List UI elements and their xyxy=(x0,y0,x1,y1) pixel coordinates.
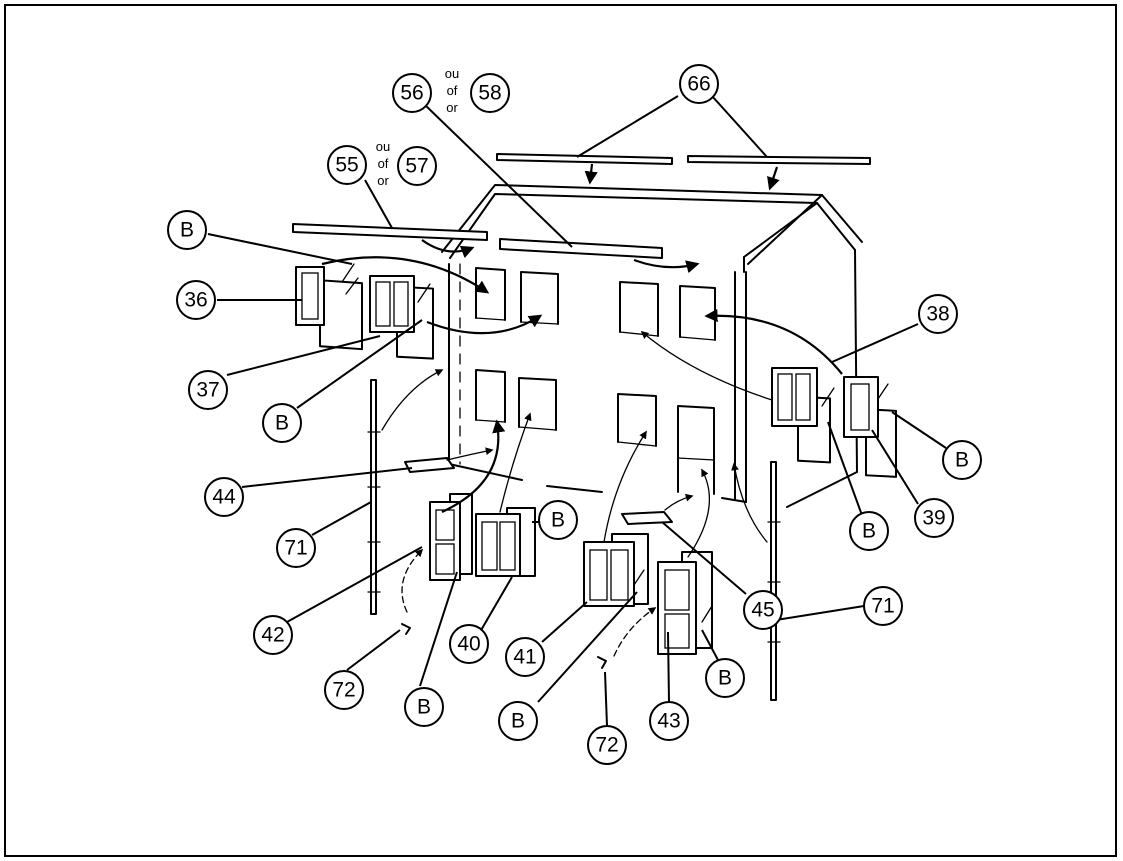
assembly-arrows xyxy=(321,163,843,657)
window-39 xyxy=(843,376,897,478)
window-36 xyxy=(295,263,363,351)
svg-text:39: 39 xyxy=(922,507,945,530)
door-43 xyxy=(657,551,713,655)
label-43: 43 xyxy=(649,701,689,741)
svg-text:B: B xyxy=(511,710,525,733)
side-wall-edge xyxy=(854,249,858,473)
svg-text:56: 56 xyxy=(400,82,423,105)
diagram-frame: 66 56 58 55 57 B 36 37 B 38 B 39 B 44 71… xyxy=(4,4,1117,857)
svg-text:42: 42 xyxy=(261,624,284,647)
gutter-left-66 xyxy=(496,153,673,165)
svg-text:B: B xyxy=(417,696,431,719)
label-55: 55 xyxy=(327,145,367,185)
label-40: 40 xyxy=(449,624,489,664)
window-41 xyxy=(583,533,649,607)
label-42: 42 xyxy=(253,615,293,655)
svg-text:38: 38 xyxy=(926,303,949,326)
label-66: 66 xyxy=(679,64,719,104)
svg-text:of: of xyxy=(378,156,389,171)
fascia-board-55 xyxy=(292,223,488,241)
svg-text:41: 41 xyxy=(513,646,536,669)
part-labels: 66 56 58 55 57 B 36 37 B 38 B 39 B 44 71… xyxy=(167,64,982,765)
svg-text:36: 36 xyxy=(184,289,207,312)
label-b-3: B xyxy=(942,440,982,480)
label-b-2: B xyxy=(262,403,302,443)
label-b-6: B xyxy=(705,658,745,698)
window-37 xyxy=(369,275,434,360)
label-b-8: B xyxy=(498,701,538,741)
window-40 xyxy=(475,507,536,577)
svg-text:B: B xyxy=(551,509,565,532)
svg-text:or: or xyxy=(446,100,458,115)
label-58: 58 xyxy=(470,73,510,113)
svg-text:of: of xyxy=(447,83,458,98)
svg-text:55: 55 xyxy=(335,154,358,177)
clip-72-right xyxy=(597,656,607,669)
window-sill-45 xyxy=(621,511,673,525)
svg-text:66: 66 xyxy=(687,73,710,96)
svg-text:or: or xyxy=(377,173,389,188)
label-b-7: B xyxy=(404,687,444,727)
svg-text:B: B xyxy=(862,520,876,543)
svg-text:58: 58 xyxy=(478,82,501,105)
svg-text:57: 57 xyxy=(405,155,428,178)
label-41: 41 xyxy=(505,637,545,677)
label-44: 44 xyxy=(204,477,244,517)
svg-text:B: B xyxy=(718,667,732,690)
label-b-1: B xyxy=(167,210,207,250)
gutter-right-66 xyxy=(687,155,871,165)
alternatives-56-58: ou of or xyxy=(445,66,459,115)
svg-text:71: 71 xyxy=(284,537,307,560)
label-71-right: 71 xyxy=(863,586,903,626)
svg-text:43: 43 xyxy=(657,710,680,733)
lower-window-openings xyxy=(475,369,715,495)
svg-text:ou: ou xyxy=(376,139,390,154)
roof-trim-parts xyxy=(292,153,871,259)
svg-text:B: B xyxy=(955,449,969,472)
svg-text:45: 45 xyxy=(751,599,774,622)
label-37: 37 xyxy=(188,370,228,410)
label-57: 57 xyxy=(397,146,437,186)
svg-text:44: 44 xyxy=(212,486,236,509)
svg-text:ou: ou xyxy=(445,66,459,81)
label-39: 39 xyxy=(914,498,954,538)
label-36: 36 xyxy=(176,280,216,320)
window-installation-diagram: 66 56 58 55 57 B 36 37 B 38 B 39 B 44 71… xyxy=(167,64,982,765)
svg-text:40: 40 xyxy=(457,633,480,656)
label-b-4: B xyxy=(849,511,889,551)
corner-post-71-right xyxy=(767,461,781,701)
svg-text:71: 71 xyxy=(871,595,894,618)
label-b-5: B xyxy=(538,500,578,540)
label-72-left: 72 xyxy=(324,670,364,710)
label-71-left: 71 xyxy=(276,528,316,568)
label-72-right: 72 xyxy=(587,725,627,765)
window-38 xyxy=(771,367,835,464)
label-56: 56 xyxy=(392,73,432,113)
svg-text:72: 72 xyxy=(332,679,355,702)
svg-text:37: 37 xyxy=(196,379,219,402)
fascia-board-56 xyxy=(499,238,663,259)
label-45: 45 xyxy=(743,590,783,630)
svg-text:B: B xyxy=(180,219,194,242)
label-38: 38 xyxy=(918,294,958,334)
alternatives-55-57: ou of or xyxy=(376,139,390,188)
corner-post-71-left xyxy=(367,379,381,615)
clip-72-left xyxy=(401,623,411,635)
window-42 xyxy=(429,493,473,581)
roof-outline xyxy=(441,184,863,253)
svg-text:72: 72 xyxy=(595,734,618,757)
svg-text:B: B xyxy=(275,412,289,435)
callout-lines xyxy=(207,95,947,727)
